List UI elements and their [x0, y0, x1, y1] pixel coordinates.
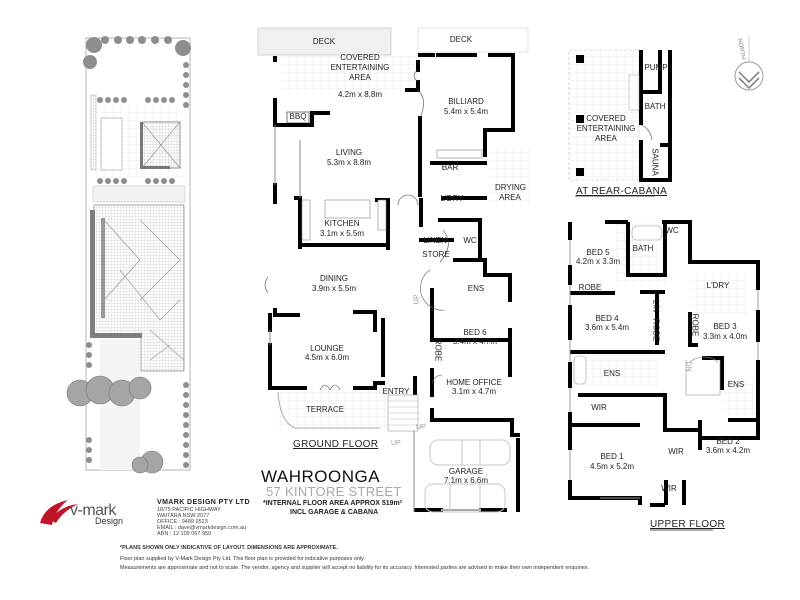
logo-text: v-mark	[70, 502, 116, 519]
vmark-logo-icon	[40, 500, 78, 525]
room-kitchen: KITCHEN	[324, 219, 360, 228]
room-living-size: 5.3m x 8.8m	[326, 158, 372, 167]
room-wir-bed1: WIR	[591, 403, 607, 412]
company-office: OFFICE : 9489 9523	[157, 519, 208, 525]
room-bed2-size: 3.6m x 4.2m	[705, 446, 751, 455]
room-entry: ENTRY	[382, 387, 410, 396]
disclaimer-line-2: Floor plan supplied by V-Mark Design Pty…	[120, 556, 365, 562]
room-store: STORE	[422, 250, 450, 259]
room-bed5: BED 5	[586, 248, 610, 257]
room-deck-2: DECK	[449, 35, 473, 44]
company-address-1: 18/75 PACIFIC HIGHWAY	[157, 507, 221, 513]
ground-floor-plan	[257, 27, 530, 513]
room-ens-bed3: ENS	[727, 380, 745, 389]
room-bed3-size: 3.3m x 4.0m	[702, 332, 748, 341]
site-plan	[66, 36, 191, 474]
north-arrow-icon	[734, 36, 764, 91]
room-ens: ENS	[467, 284, 485, 293]
room-robe-bed3: ROBE	[690, 313, 700, 337]
room-robe-bed5: ROBE	[578, 283, 602, 292]
logo-subtext: Design	[95, 516, 124, 526]
room-home-office: HOME OFFICE	[446, 378, 502, 387]
upper-floor-plan	[568, 220, 760, 531]
floor-area-note-2: INCL GARAGE & CABANA	[290, 509, 379, 516]
disclaimer-line-1: *PLANS SHOWN ONLY INDICATIVE OF LAYOUT. …	[120, 545, 338, 551]
room-living: LIVING	[335, 148, 363, 157]
upper-floor-title: UPPER FLOOR	[650, 519, 725, 530]
room-wc: WC	[463, 236, 477, 245]
room-wir-lower: WIR	[661, 484, 677, 493]
room-garage: GARAGE	[448, 467, 484, 476]
room-bed4-size: 3.6m x 5.4m	[584, 323, 630, 332]
room-billiard-size: 5.4m x 5.4m	[443, 107, 489, 116]
room-bed6: BED 6	[463, 328, 487, 337]
room-bed3: BED 3	[713, 322, 737, 331]
room-home-office-size: 3.1m x 4.7m	[451, 387, 497, 396]
room-bed6-size: 3.4m x 4.7m	[452, 337, 498, 346]
room-covered-entertaining: COVERED ENTERTAINING AREA	[330, 53, 390, 82]
room-bed1: BED 1	[600, 452, 624, 461]
company-email: EMAIL : dave@vmarkdesign.com.au	[157, 525, 247, 531]
room-bed1-size: 4.5m x 5.2m	[589, 462, 635, 471]
room-cabana-entertaining: COVERED ENTERTAINING AREA	[576, 114, 636, 143]
room-upper-bath: BATH	[632, 244, 654, 253]
room-bar: BAR	[441, 163, 459, 172]
cabana-title: AT REAR-CABANA	[576, 186, 668, 197]
company-address-2: WAITARA NSW 2077	[157, 513, 210, 519]
room-cabana-bath: BATH	[644, 102, 666, 111]
room-terrace: TERRACE	[305, 405, 345, 414]
room-drying-area: DRYING AREA	[495, 183, 526, 202]
room-sauna: SAUNA	[650, 148, 660, 176]
room-ens-bed4: ENS	[603, 369, 621, 378]
floor-area-note: *INTERNAL FLOOR AREA APPROX 519m²	[263, 500, 403, 507]
room-robe-ground: ROBE	[433, 338, 443, 362]
room-billiard: BILLIARD	[448, 97, 484, 106]
room-garage-size: 7.1m x 6.6m	[443, 476, 489, 485]
cabana-plan	[568, 49, 672, 197]
stair-up-label: UP	[413, 294, 421, 305]
room-pump: PUMP	[644, 63, 668, 72]
stair-up-label: UP	[391, 440, 401, 447]
room-dining: DINING	[320, 274, 348, 283]
room-lounge: LOUNGE	[310, 344, 344, 353]
room-upper-ldry: L'DRY	[706, 281, 730, 290]
room-upper-wc: WC	[665, 226, 679, 235]
room-ldry: L'DRY	[440, 194, 464, 203]
stair-up-label: UP	[416, 424, 426, 431]
room-bed2: BED 2	[716, 437, 740, 446]
property-suburb: WAHROONGA	[261, 467, 381, 486]
room-bed5-size: 4.2m x 3.3m	[575, 257, 621, 266]
room-bbq: BBQ	[289, 112, 307, 121]
room-lin: LIN	[651, 299, 661, 313]
stair-down-label: DN	[684, 361, 692, 372]
room-bed4: BED 4	[595, 314, 619, 323]
room-robe-bed4: ROBE	[651, 318, 661, 342]
ground-floor-title: GROUND FLOOR	[293, 439, 379, 450]
room-wir-mid: WIR	[668, 447, 684, 456]
room-covered-entertaining-size: 4.2m x 8.8m	[337, 90, 383, 99]
company-name: VMARK DESIGN PTY LTD	[157, 499, 250, 506]
company-abn: ABN : 12 109 067 950	[157, 531, 212, 537]
disclaimer-line-3: Measurements are approximate and not to …	[120, 565, 590, 571]
room-lounge-size: 4.5m x 6.0m	[304, 353, 350, 362]
room-dining-size: 3.9m x 5.5m	[311, 284, 357, 293]
property-street: 57 KINTORE STREET	[266, 484, 402, 499]
room-kitchen-size: 3.1m x 5.5m	[319, 229, 365, 238]
room-linen: LINEN	[423, 236, 447, 245]
room-deck-1: DECK	[312, 37, 336, 46]
